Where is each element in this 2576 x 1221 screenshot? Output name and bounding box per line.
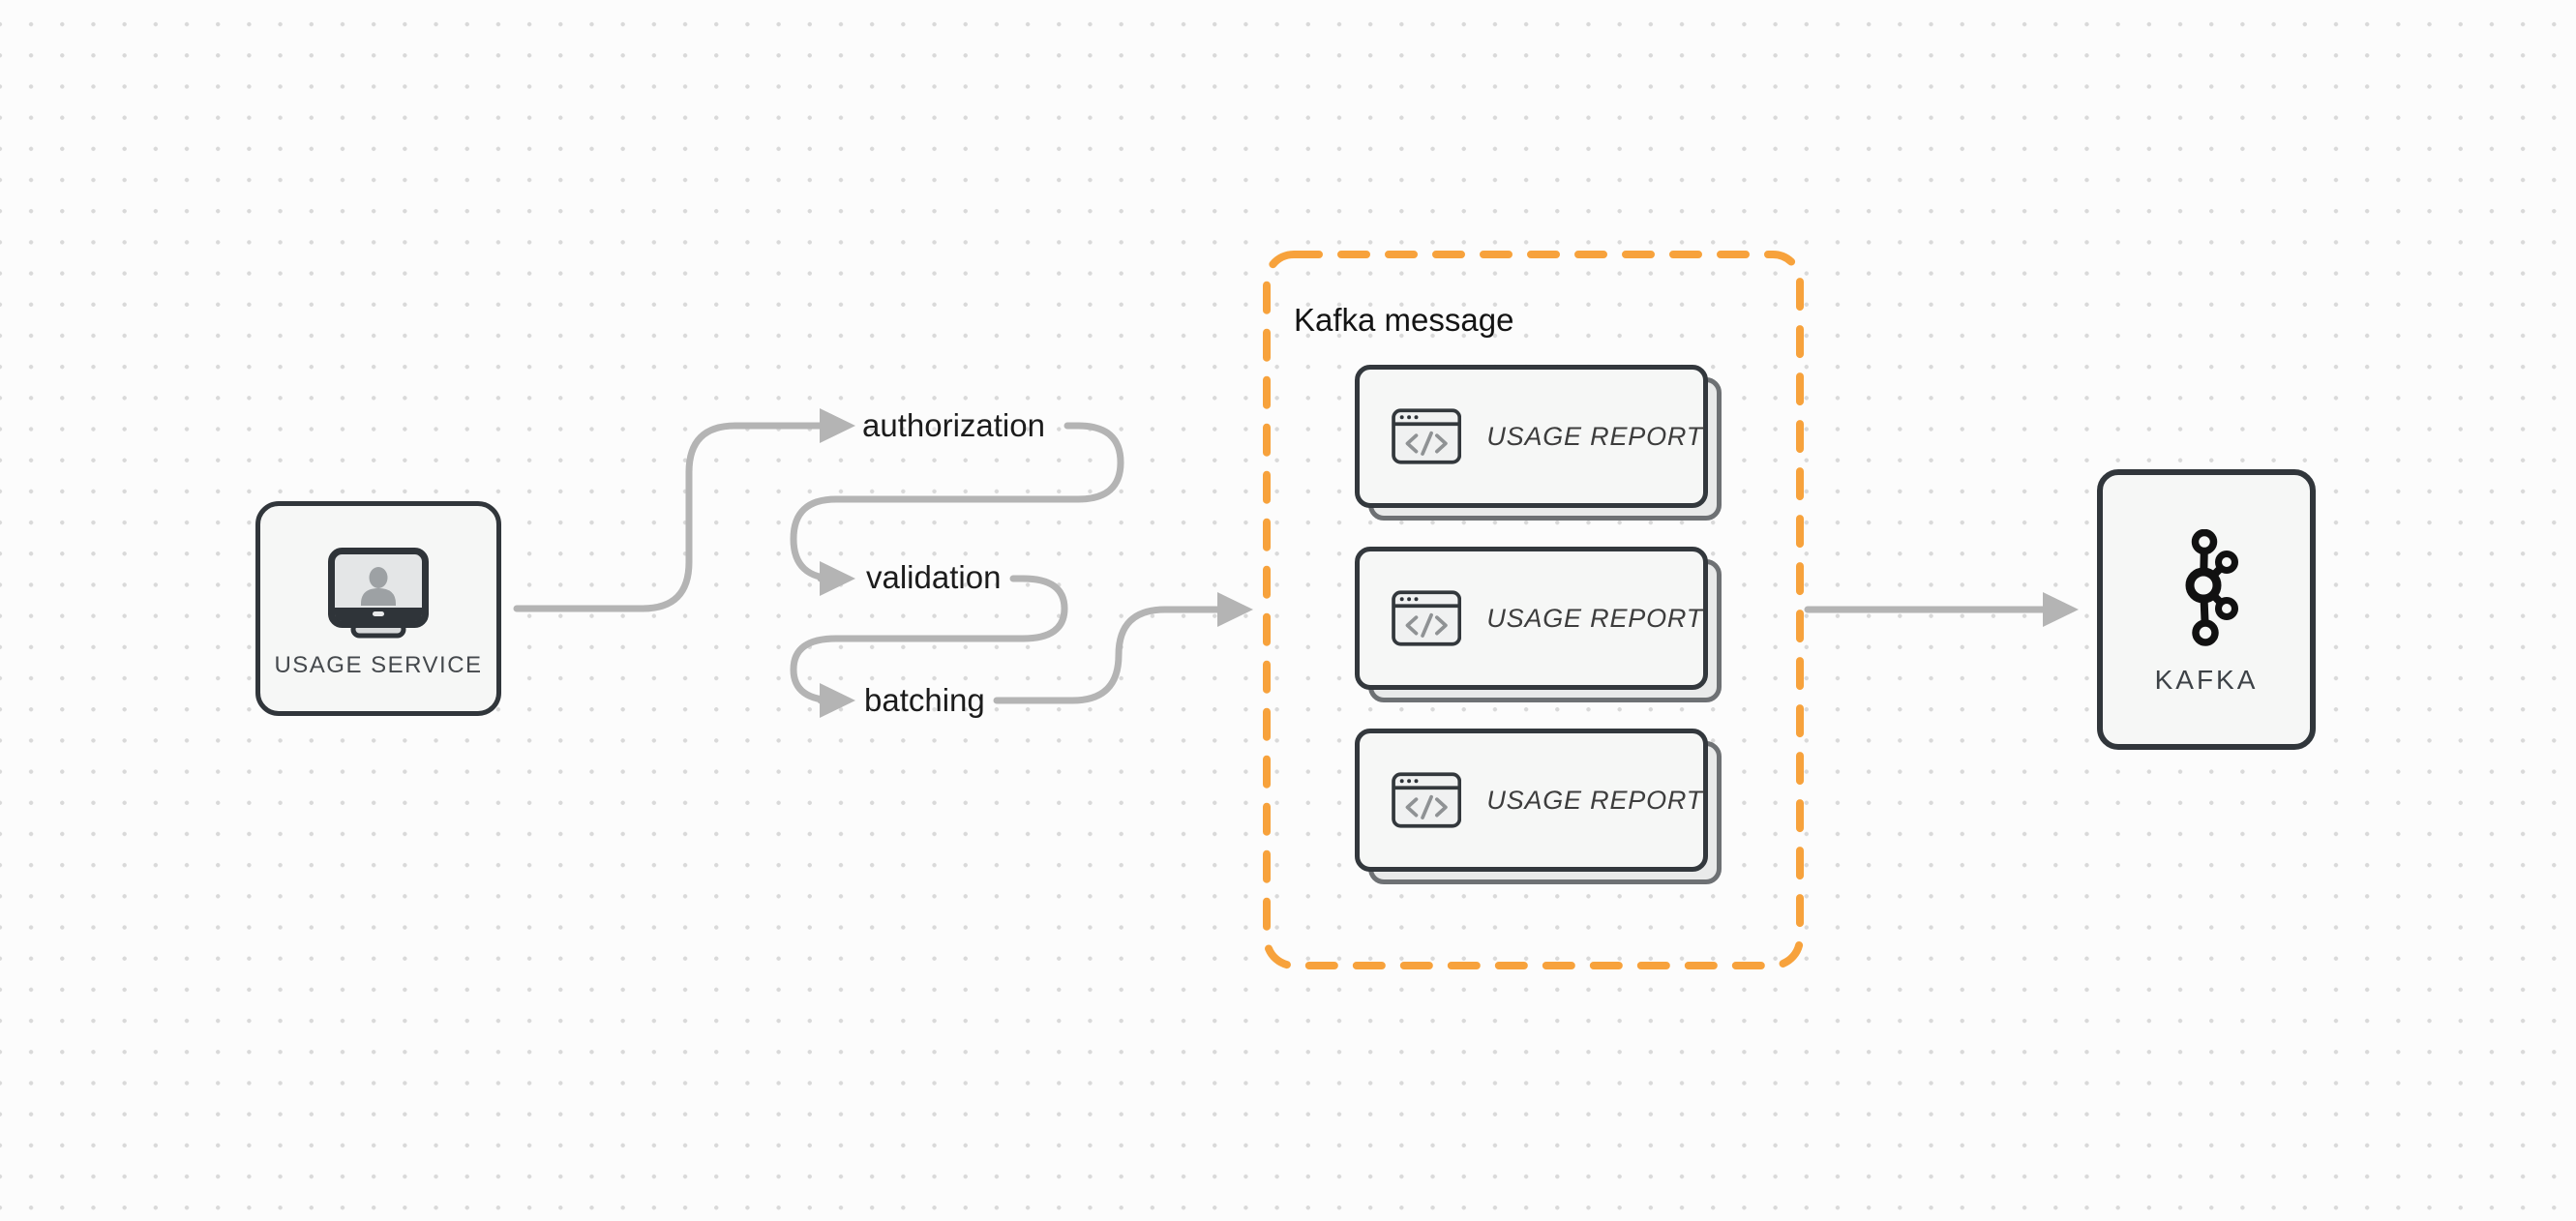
arrow-validation-to-batching xyxy=(790,575,1068,704)
usage-service-label: USAGE SERVICE xyxy=(274,652,483,678)
kafka-message-group-title: Kafka message xyxy=(1294,302,1514,338)
arrowhead-kafka-message xyxy=(1217,592,1253,627)
usage-report-label: USAGE REPORT xyxy=(1486,603,1703,633)
card-face: USAGE REPORT xyxy=(1355,365,1708,508)
node-usage-service: USAGE SERVICE xyxy=(255,501,501,716)
step-label-validation: validation xyxy=(866,559,1002,596)
monitor-user-icon xyxy=(328,548,429,639)
code-window-icon xyxy=(1392,408,1462,464)
usage-report-label: USAGE REPORT xyxy=(1486,421,1703,451)
flow-arrows xyxy=(513,422,2048,704)
card-face: USAGE REPORT xyxy=(1355,729,1708,872)
usage-report-label: USAGE REPORT xyxy=(1486,785,1703,815)
arrowhead-kafka xyxy=(2043,592,2079,627)
code-window-icon xyxy=(1392,590,1462,646)
arrowhead-authorization xyxy=(820,408,855,443)
usage-report-card: USAGE REPORT xyxy=(1355,365,1722,521)
arrowhead-validation xyxy=(820,561,855,596)
kafka-logo-icon xyxy=(2185,529,2238,646)
arrowheads xyxy=(820,408,2079,718)
arrow-authorization-to-validation xyxy=(790,422,1124,582)
code-window-icon xyxy=(1392,772,1462,828)
arrowhead-batching xyxy=(820,683,855,718)
usage-report-card: USAGE REPORT xyxy=(1355,729,1722,884)
step-label-batching: batching xyxy=(864,682,985,719)
kafka-message-group-border xyxy=(1263,251,1804,969)
usage-report-card: USAGE REPORT xyxy=(1355,547,1722,702)
step-label-authorization: authorization xyxy=(862,407,1045,444)
kafka-label: KAFKA xyxy=(2154,665,2259,695)
arrow-batching-to-kafka-message xyxy=(993,606,1221,704)
card-face: USAGE REPORT xyxy=(1355,547,1708,690)
arrow-usage-to-authorization xyxy=(513,422,824,612)
node-kafka: KAFKA xyxy=(2097,469,2316,750)
